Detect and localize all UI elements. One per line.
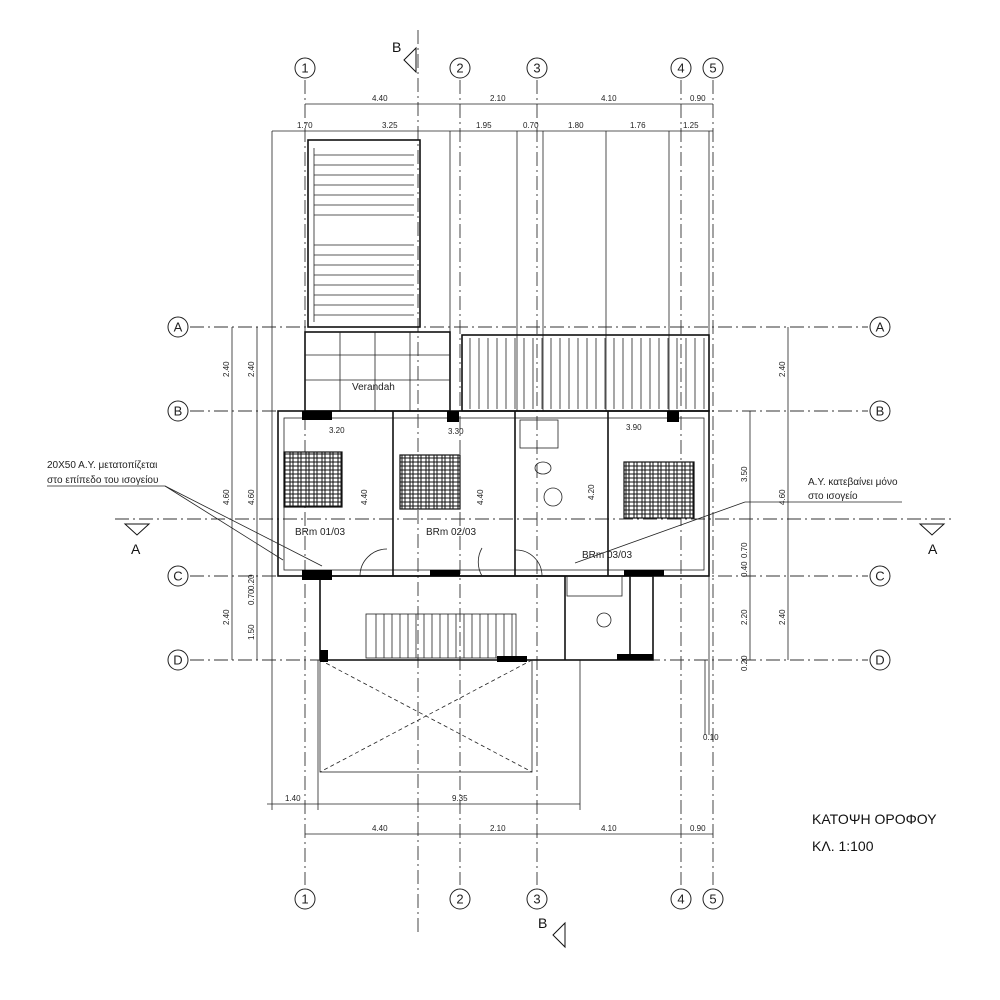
stair-roof <box>307 139 421 328</box>
svg-text:4.40: 4.40 <box>372 94 388 103</box>
svg-text:στο ισογείο: στο ισογείο <box>808 490 858 502</box>
svg-text:2: 2 <box>456 61 463 76</box>
svg-text:2.40: 2.40 <box>778 361 787 377</box>
svg-text:0.10: 0.10 <box>703 733 719 742</box>
verandah <box>304 331 451 412</box>
grid-bubbles-left: A B C D <box>167 316 189 671</box>
stairs <box>365 613 517 659</box>
svg-text:4.20: 4.20 <box>587 484 596 500</box>
svg-text:0.90: 0.90 <box>690 94 706 103</box>
bed-2 <box>399 454 461 510</box>
svg-text:0.70: 0.70 <box>740 542 749 558</box>
svg-text:4.10: 4.10 <box>601 94 617 103</box>
void <box>319 659 533 773</box>
svg-text:1: 1 <box>301 892 308 907</box>
annotation-left: 20X50 A.Y. μετατοπίζεται στο επίπεδο του… <box>47 459 323 567</box>
svg-text:1: 1 <box>301 61 308 76</box>
svg-text:2.40: 2.40 <box>222 361 231 377</box>
svg-text:1.76: 1.76 <box>630 121 646 130</box>
bed-1 <box>283 451 343 508</box>
svg-text:3.90: 3.90 <box>626 423 642 432</box>
grid-bubbles-right: A B C D <box>869 316 891 671</box>
svg-text:20X50 A.Y. μετατοπίζεται: 20X50 A.Y. μετατοπίζεται <box>47 459 157 471</box>
section-markers: B B A A <box>123 39 946 949</box>
svg-text:B: B <box>392 39 401 55</box>
svg-text:1.50: 1.50 <box>247 624 256 640</box>
svg-text:2.20: 2.20 <box>740 609 749 625</box>
svg-text:4.10: 4.10 <box>601 824 617 833</box>
svg-text:B: B <box>538 915 547 931</box>
svg-text:BRm 01/03: BRm 01/03 <box>295 527 345 538</box>
svg-text:B: B <box>876 404 885 419</box>
dimension-texts: 4.40 2.10 4.10 0.90 1.70 3.25 1.95 0.70 … <box>222 94 787 833</box>
svg-text:1.95: 1.95 <box>476 121 492 130</box>
svg-text:9.35: 9.35 <box>452 794 468 803</box>
svg-text:0.20: 0.20 <box>247 574 256 590</box>
drawing-title: ΚΑΤΟΨΗ ΟΡΟΦΟΥ <box>812 811 937 827</box>
svg-text:4: 4 <box>677 61 684 76</box>
svg-text:4.40: 4.40 <box>372 824 388 833</box>
svg-text:5: 5 <box>709 892 716 907</box>
svg-text:2.10: 2.10 <box>490 824 506 833</box>
svg-text:D: D <box>875 653 884 668</box>
svg-text:1.80: 1.80 <box>568 121 584 130</box>
svg-text:2.40: 2.40 <box>222 609 231 625</box>
svg-text:2.40: 2.40 <box>247 361 256 377</box>
svg-text:A.Y. κατεβαίνει μόνο: A.Y. κατεβαίνει μόνο <box>808 476 898 488</box>
svg-text:1.40: 1.40 <box>285 794 301 803</box>
grid-bubbles-top: 1 2 3 4 5 <box>294 57 724 79</box>
building-walls <box>277 139 710 773</box>
svg-text:3.30: 3.30 <box>448 427 464 436</box>
svg-text:1.70: 1.70 <box>297 121 313 130</box>
grid-bubbles-bottom: 1 2 3 4 5 <box>294 888 724 910</box>
svg-text:A: A <box>928 541 938 557</box>
svg-text:A: A <box>876 320 885 335</box>
svg-text:3.25: 3.25 <box>382 121 398 130</box>
annotation-right: A.Y. κατεβαίνει μόνο στο ισογείο <box>574 476 902 564</box>
svg-text:D: D <box>173 653 182 668</box>
svg-text:C: C <box>875 569 884 584</box>
drawing-title-block: ΚΑΤΟΨΗ ΟΡΟΦΟΥ ΚΛ. 1:100 <box>812 811 937 854</box>
pergola <box>461 334 710 412</box>
svg-text:0.40: 0.40 <box>740 561 749 577</box>
svg-text:3.20: 3.20 <box>329 426 345 435</box>
svg-text:0.90: 0.90 <box>690 824 706 833</box>
svg-text:BRm 02/03: BRm 02/03 <box>426 527 476 538</box>
svg-text:3.50: 3.50 <box>740 466 749 482</box>
svg-text:B: B <box>174 404 183 419</box>
svg-text:0.20: 0.20 <box>740 655 749 671</box>
svg-text:2.40: 2.40 <box>778 609 787 625</box>
svg-text:0.70: 0.70 <box>247 589 256 605</box>
svg-text:Verandah: Verandah <box>352 382 395 393</box>
svg-text:5: 5 <box>709 61 716 76</box>
svg-text:BRm 03/03: BRm 03/03 <box>582 550 632 561</box>
svg-text:4.60: 4.60 <box>222 489 231 505</box>
svg-text:4.60: 4.60 <box>247 489 256 505</box>
svg-text:2: 2 <box>456 892 463 907</box>
svg-text:4.60: 4.60 <box>778 489 787 505</box>
svg-text:2.10: 2.10 <box>490 94 506 103</box>
svg-text:3: 3 <box>533 61 540 76</box>
dimension-lines <box>231 103 789 835</box>
svg-text:3: 3 <box>533 892 540 907</box>
bed-3 <box>623 461 695 519</box>
svg-text:4.40: 4.40 <box>476 489 485 505</box>
svg-text:στο επίπεδο του ισογείου: στο επίπεδο του ισογείου <box>47 474 158 486</box>
svg-text:A: A <box>174 320 183 335</box>
svg-text:C: C <box>173 569 182 584</box>
room-labels: Verandah BRm 01/03 BRm 02/03 BRm 03/03 <box>295 382 632 561</box>
svg-text:0.70: 0.70 <box>523 121 539 130</box>
svg-text:4.40: 4.40 <box>360 489 369 505</box>
svg-text:4: 4 <box>677 892 684 907</box>
svg-text:1.25: 1.25 <box>683 121 699 130</box>
drawing-scale: ΚΛ. 1:100 <box>812 838 874 854</box>
svg-text:A: A <box>131 541 141 557</box>
